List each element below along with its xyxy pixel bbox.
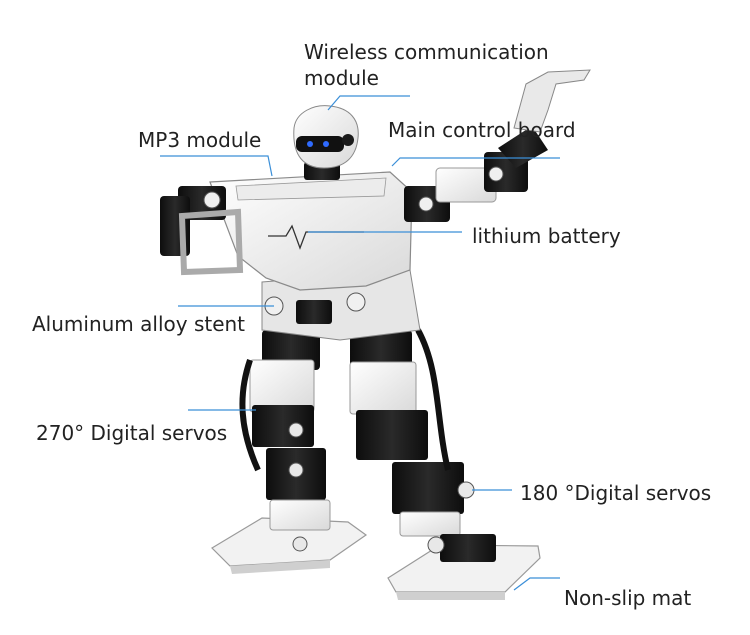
label-270-digital-servos: 270° Digital servos: [36, 421, 228, 445]
label-aluminum-alloy-stent: Aluminum alloy stent: [32, 312, 246, 336]
right-leg: [349, 328, 496, 562]
label-wireless-line2: module: [304, 66, 379, 90]
label-wireless-line1: Wireless communication: [304, 40, 549, 64]
label-180-digital-servos: 180 °Digital servos: [520, 481, 712, 505]
torso: [209, 171, 413, 291]
label-lithium-battery: lithium battery: [472, 224, 621, 248]
label-main-control-board: Main control board: [388, 118, 576, 142]
leader-mp3: [160, 155, 273, 177]
leader-wireless: [327, 95, 410, 111]
label-non-slip-mat: Non-slip mat: [564, 586, 692, 610]
left-arm: [160, 186, 244, 276]
left-leg: [239, 330, 331, 552]
right-arm: [404, 69, 591, 222]
head: [293, 105, 359, 180]
leader-main-board: [391, 157, 560, 167]
leader-mat: [513, 577, 560, 591]
label-mp3-module: MP3 module: [138, 128, 262, 152]
leader-lines: [160, 95, 560, 591]
